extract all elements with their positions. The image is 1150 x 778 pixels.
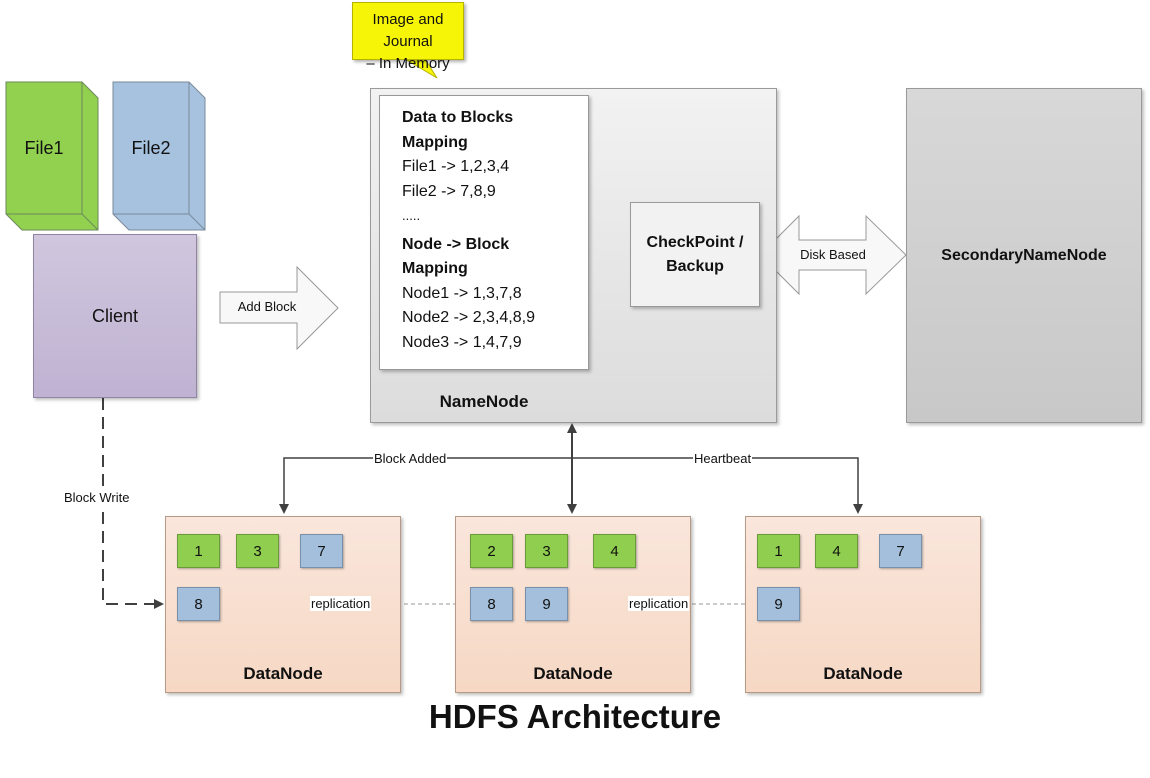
datanode-3[interactable]: 1 4 7 9 DataNode <box>745 516 981 693</box>
file1-shape <box>5 81 99 231</box>
node-mapping-row: Node1 -> 1,3,7,8 <box>402 284 522 302</box>
client-box[interactable]: Client <box>33 234 197 398</box>
file2-label: File2 <box>131 137 171 158</box>
node-mapping-row: Node3 -> 1,4,7,9 <box>402 333 522 351</box>
node-mapping-heading-1: Node -> Block <box>402 235 510 253</box>
block-1: 1 <box>757 534 800 568</box>
node-mapping-row: Node2 -> 2,3,4,8,9 <box>402 309 535 326</box>
replication-label-2: replication <box>628 596 690 611</box>
datanode-label: DataNode <box>243 664 323 683</box>
data-mapping-heading-1: Data to Blocks <box>402 109 514 126</box>
checkpoint-line-2: Backup <box>666 257 724 275</box>
add-block-arrow-shape <box>219 265 339 351</box>
block-7: 7 <box>300 534 343 568</box>
heartbeat-connector <box>572 457 863 514</box>
block-4: 4 <box>815 534 858 568</box>
file1-label: File1 <box>24 137 64 158</box>
heartbeat-label: Heartbeat <box>693 451 753 466</box>
secondary-namenode-box[interactable]: SecondaryNameNode <box>906 88 1142 423</box>
client-label: Client <box>91 305 139 326</box>
block-added-connector <box>279 457 572 514</box>
block-3: 3 <box>236 534 279 568</box>
block-9: 9 <box>757 587 800 621</box>
block-2: 2 <box>470 534 513 568</box>
disk-based-label: Disk Based <box>800 247 866 262</box>
data-mapping-row: File2 -> 7,8,9 <box>402 182 496 200</box>
replication-label-1: replication <box>310 596 372 611</box>
namenode-label: NameNode <box>439 392 529 411</box>
data-mapping-row: File1 -> 1,2,3,4 <box>402 158 510 175</box>
node-mapping-heading-2: Mapping <box>402 260 468 277</box>
callout-line-1: Image and Journal <box>372 11 444 50</box>
diagram-title: HDFS Architecture <box>428 698 722 735</box>
callout-note: Image and Journal – In Memory <box>352 2 464 72</box>
file2-shape <box>112 81 206 231</box>
datanode-label: DataNode <box>533 664 613 683</box>
datanode-label: DataNode <box>823 664 903 683</box>
block-4: 4 <box>593 534 636 568</box>
data-mapping-ellipsis: ..... <box>402 208 421 223</box>
add-block-arrow <box>220 267 296 268</box>
callout-line-2: – In Memory <box>366 55 450 72</box>
block-write-label: Block Write <box>63 490 131 505</box>
data-mapping-heading-2: Mapping <box>402 133 468 151</box>
add-block-label: Add Block <box>237 299 297 314</box>
block-7: 7 <box>879 534 922 568</box>
block-added-label: Block Added <box>373 451 448 466</box>
block-8: 8 <box>470 587 513 621</box>
checkpoint-box[interactable]: CheckPoint / Backup <box>630 202 760 307</box>
block-8: 8 <box>177 587 220 621</box>
mapping-panel: Data to Blocks Mapping File1 -> 1,2,3,4 … <box>379 95 589 370</box>
block-3: 3 <box>525 534 568 568</box>
block-write-connector <box>102 398 164 609</box>
checkpoint-line-1: CheckPoint / <box>646 233 744 251</box>
secondary-namenode-label: SecondaryNameNode <box>941 246 1107 264</box>
block-9: 9 <box>525 587 568 621</box>
block-1: 1 <box>177 534 220 568</box>
